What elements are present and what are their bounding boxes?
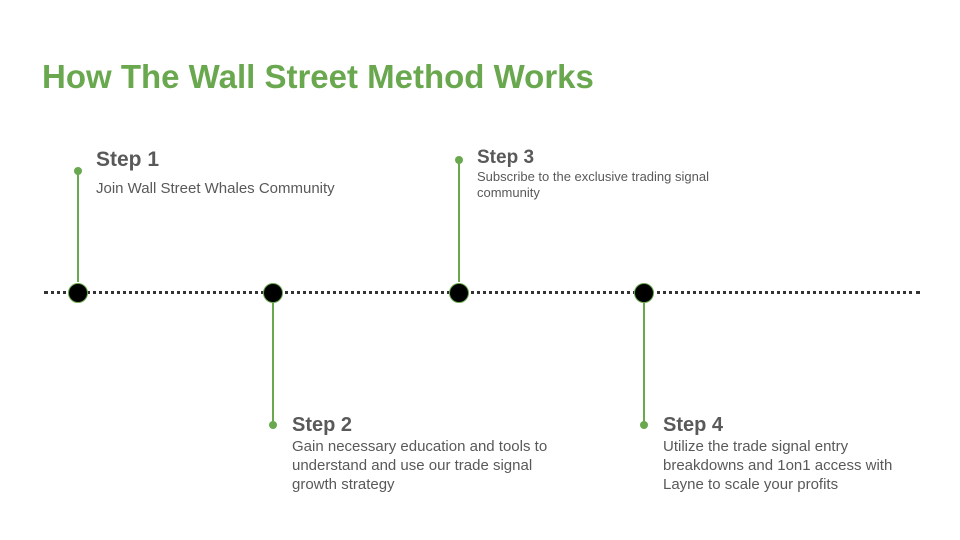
step-1-marker-dot [74,167,82,175]
step-2-title: Step 2 [292,414,353,436]
step-3-description: Subscribe to the exclusive trading signa… [477,169,709,200]
step-1-node [68,283,88,303]
step-4-marker-dot [640,421,648,429]
timeline-line [44,291,920,294]
step-2-marker-dot [269,421,277,429]
page-title: How The Wall Street Method Works [42,58,594,95]
step-3-connector [458,160,460,282]
step-3-node [449,283,469,303]
step-4-connector [643,302,645,425]
step-2-description: Gain necessary education and tools to un… [292,438,548,493]
step-3-marker-dot [455,156,463,164]
step-4-title: Step 4 [663,414,724,436]
step-2-connector [272,302,274,425]
step-4-node [634,283,654,303]
step-3-title: Step 3 [477,147,535,168]
step-1-description: Join Wall Street Whales Community [96,180,335,197]
step-1-title: Step 1 [96,148,160,171]
step-2-node [263,283,283,303]
step-1-connector [77,170,79,282]
step-4-description: Utilize the trade signal entry breakdown… [663,438,893,493]
